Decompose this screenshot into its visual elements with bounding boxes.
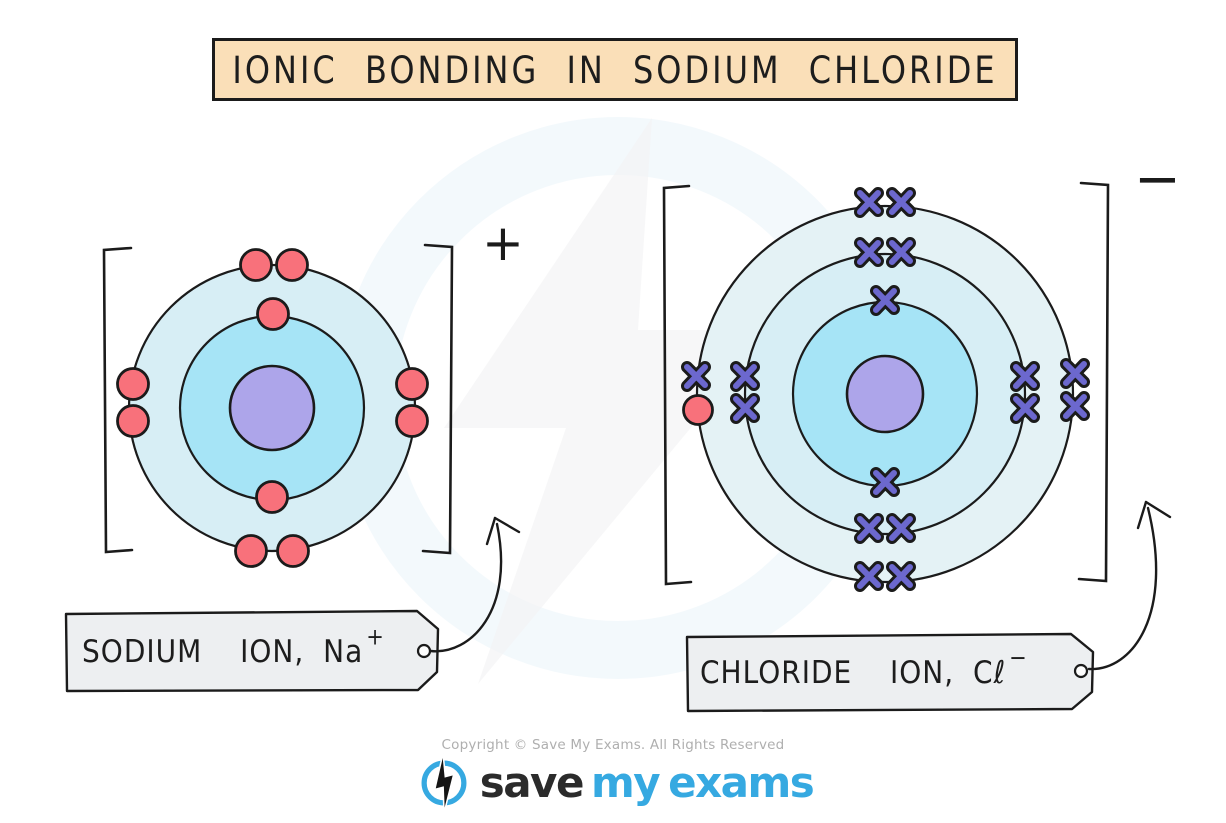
logo-word-exams: exams bbox=[668, 758, 815, 807]
logo-word-my: my bbox=[590, 758, 661, 807]
chloride-tag-shape bbox=[685, 632, 1095, 713]
electron-cross bbox=[681, 361, 711, 392]
electron-cross bbox=[886, 237, 916, 268]
chloride-right-bracket bbox=[1077, 181, 1110, 583]
electron-cross bbox=[886, 513, 916, 544]
electron-cross bbox=[1060, 358, 1090, 389]
copyright-text: Copyright © Save My Exams. All Rights Re… bbox=[441, 737, 785, 753]
chloride-tag-text: CHLORIDE ION, Cℓ bbox=[700, 653, 1007, 691]
electron-cross bbox=[854, 187, 884, 218]
electron-dot bbox=[239, 248, 273, 282]
electron-cross bbox=[886, 561, 916, 592]
savemyexams-logo: save my exams bbox=[0, 751, 1226, 815]
title-banner: IONIC BONDING IN SODIUM CHLORIDE bbox=[212, 38, 1018, 101]
electron-cross bbox=[854, 237, 884, 268]
electron-cross bbox=[1010, 393, 1040, 424]
title-text: IONIC BONDING IN SODIUM CHLORIDE bbox=[232, 47, 998, 92]
electron-dot bbox=[256, 297, 290, 331]
nucleus bbox=[228, 364, 316, 452]
electron-cross bbox=[730, 361, 760, 392]
electron-dot bbox=[116, 404, 150, 438]
chloride-left-bracket bbox=[662, 184, 693, 586]
sodium-tag-label: SODIUM ION, Na+ bbox=[82, 607, 422, 694]
sodium-tag-arrow bbox=[429, 516, 521, 653]
sodium-tag-charge: + bbox=[366, 623, 385, 650]
electron-cross bbox=[886, 187, 916, 218]
electron-cross bbox=[730, 393, 760, 424]
lightning-bolt-icon bbox=[421, 752, 467, 814]
electron-dot bbox=[234, 534, 268, 568]
chloride-tag-arrow bbox=[1087, 500, 1172, 671]
electron-cross bbox=[870, 467, 900, 498]
chloride-tag-label: CHLORIDE ION, Cℓ− bbox=[700, 629, 1075, 714]
atom-drawings bbox=[116, 187, 1090, 592]
electron-dot bbox=[255, 480, 289, 514]
electron-dot bbox=[395, 404, 429, 438]
sodium-tag-text: SODIUM ION, Na bbox=[82, 632, 364, 670]
sodium-left-bracket bbox=[102, 246, 134, 554]
electron-dot bbox=[116, 367, 150, 401]
sodium-right-bracket bbox=[421, 243, 454, 555]
electron-dot bbox=[275, 248, 309, 282]
electron-dot bbox=[682, 394, 714, 426]
electron-cross bbox=[870, 285, 900, 316]
chloride-tag-charge: − bbox=[1009, 644, 1028, 671]
nucleus bbox=[845, 354, 925, 434]
electron-cross bbox=[1010, 361, 1040, 392]
logo-word-save: save bbox=[479, 758, 585, 807]
sodium-charge-sign: + bbox=[482, 214, 524, 272]
electron-dot bbox=[276, 534, 310, 568]
electron-dot bbox=[395, 367, 429, 401]
electron-cross bbox=[1060, 391, 1090, 422]
electron-cross bbox=[854, 561, 884, 592]
chloride-charge-sign: − bbox=[1134, 147, 1181, 212]
electron-cross bbox=[854, 513, 884, 544]
chloride-tag-hole bbox=[1073, 663, 1089, 679]
